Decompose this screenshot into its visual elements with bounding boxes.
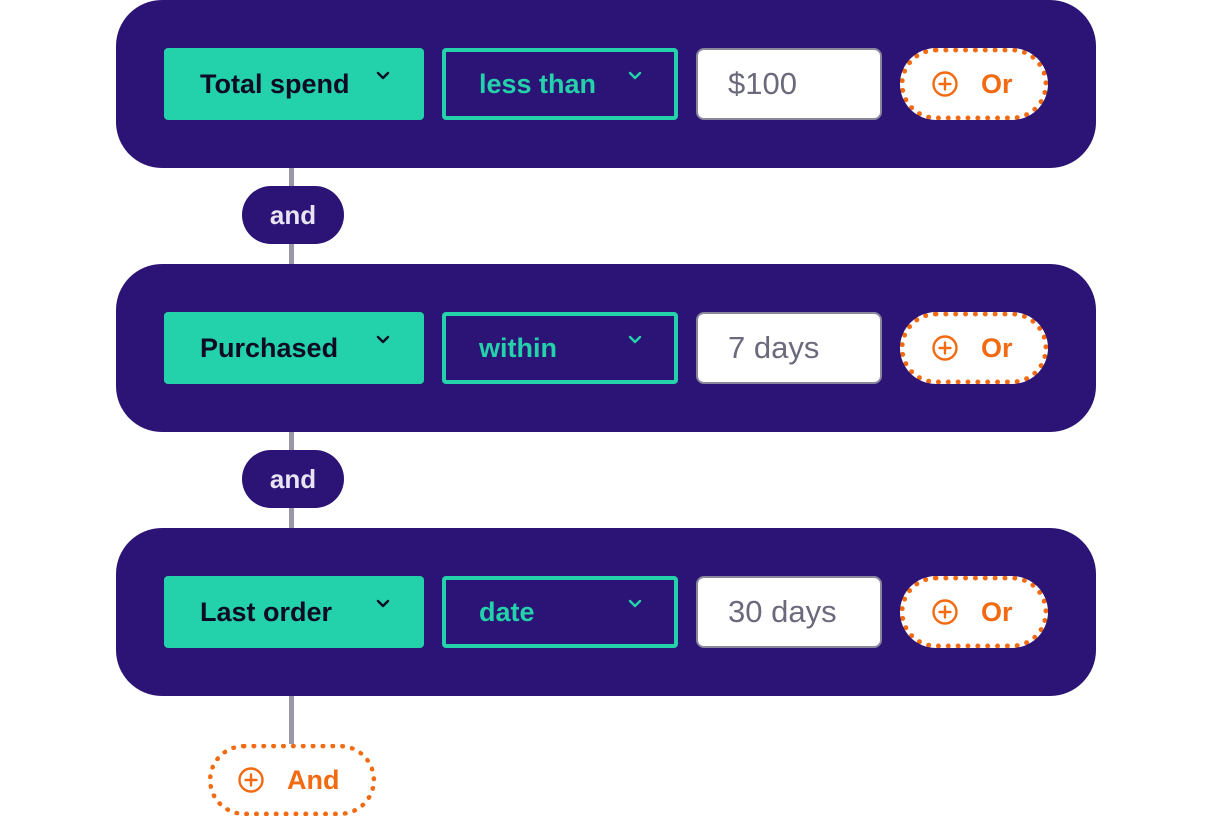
operator-dropdown-label: less than	[479, 68, 597, 99]
add-or-button[interactable]: Or	[900, 576, 1048, 648]
field-dropdown[interactable]: Purchased	[164, 312, 424, 384]
and-connector-label: and	[269, 199, 317, 230]
plus-circle-icon	[931, 334, 959, 362]
chevron-down-icon	[376, 71, 390, 81]
rule-row: Total spend less than $100 Or	[116, 0, 1096, 168]
and-connector-label: and	[269, 463, 317, 494]
operator-dropdown[interactable]: within	[442, 312, 678, 384]
operator-dropdown[interactable]: less than	[442, 48, 678, 120]
add-and-label: And	[287, 764, 340, 795]
value-input[interactable]: 7 days	[696, 312, 882, 384]
operator-dropdown-label: within	[479, 332, 557, 363]
value-input[interactable]: $100	[696, 48, 882, 120]
plus-circle-icon	[931, 70, 959, 98]
field-dropdown-label: Total spend	[200, 68, 350, 99]
add-or-label: Or	[981, 596, 1013, 627]
add-or-label: Or	[981, 68, 1013, 99]
operator-dropdown-label: date	[479, 596, 535, 627]
add-and-button[interactable]: And	[208, 744, 376, 816]
plus-circle-icon	[931, 598, 959, 626]
add-or-button[interactable]: Or	[900, 48, 1048, 120]
and-connector-pill: and	[242, 186, 344, 244]
value-input-text: 30 days	[728, 594, 837, 629]
chevron-down-icon	[628, 335, 642, 345]
value-input-text: $100	[728, 66, 797, 101]
field-dropdown-label: Purchased	[200, 332, 339, 363]
add-or-label: Or	[981, 332, 1013, 363]
field-dropdown[interactable]: Total spend	[164, 48, 424, 120]
value-input[interactable]: 30 days	[696, 576, 882, 648]
chevron-down-icon	[628, 71, 642, 81]
connector-line	[289, 694, 294, 746]
chevron-down-icon	[376, 335, 390, 345]
add-or-button[interactable]: Or	[900, 312, 1048, 384]
plus-circle-icon	[237, 766, 265, 794]
chevron-down-icon	[376, 599, 390, 609]
and-connector-pill: and	[242, 450, 344, 508]
operator-dropdown[interactable]: date	[442, 576, 678, 648]
rule-row: Purchased within 7 days Or	[116, 264, 1096, 432]
value-input-text: 7 days	[728, 330, 820, 365]
rule-row: Last order date 30 days Or	[116, 528, 1096, 696]
field-dropdown-label: Last order	[200, 596, 333, 627]
chevron-down-icon	[628, 599, 642, 609]
field-dropdown[interactable]: Last order	[164, 576, 424, 648]
